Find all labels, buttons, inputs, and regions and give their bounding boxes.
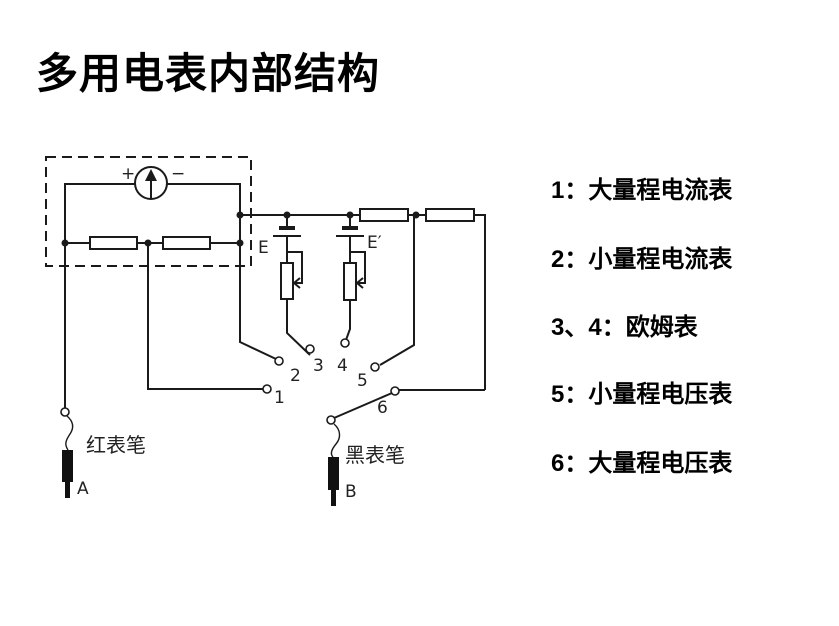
series-resistor-2 bbox=[425, 208, 475, 222]
terminal-4[interactable] bbox=[340, 338, 350, 348]
terminal-2-wire bbox=[239, 243, 277, 360]
terminal-6-label: 6 bbox=[377, 398, 388, 418]
terminal-5-wire bbox=[379, 215, 415, 366]
legend-item: 3、4：欧姆表 bbox=[551, 311, 698, 344]
battery-e-prime-label: E′ bbox=[367, 233, 382, 253]
legend-key: 6： bbox=[551, 450, 589, 477]
black-probe-label: 黑表笔 bbox=[345, 443, 405, 467]
black-probe-cable bbox=[330, 423, 341, 458]
series-resistor-1 bbox=[359, 208, 409, 222]
terminal-labels: 1 2 3 4 5 6 bbox=[274, 356, 388, 418]
legend-text: 小量程电流表 bbox=[588, 245, 733, 273]
terminal-5-label: 5 bbox=[357, 371, 368, 391]
terminal-1-label: 1 bbox=[274, 388, 285, 408]
shunt-resistor-1 bbox=[89, 236, 138, 250]
red-probe-handle-icon bbox=[62, 450, 73, 482]
black-probe-handle-icon bbox=[328, 457, 339, 490]
legend-item: 1：大量程电流表 bbox=[551, 174, 732, 207]
terminal-3[interactable] bbox=[305, 344, 315, 354]
selector-switch-blade[interactable] bbox=[333, 392, 393, 419]
battery-e-label: E bbox=[258, 238, 269, 258]
rheostat-2 bbox=[343, 262, 357, 301]
terminal-4-label: 4 bbox=[337, 356, 348, 376]
legend-text: 大量程电流表 bbox=[588, 176, 733, 204]
black-probe-tip-icon bbox=[331, 490, 336, 506]
battery-e-prime-wire bbox=[345, 215, 366, 341]
meter-plus-label: + bbox=[121, 164, 135, 184]
legend-item: 2：小量程电流表 bbox=[551, 243, 732, 276]
terminal-6[interactable] bbox=[390, 386, 400, 396]
terminal-1-wire bbox=[147, 243, 264, 390]
terminal-1[interactable] bbox=[262, 384, 272, 394]
page-title: 多用电表内部结构 bbox=[36, 49, 381, 98]
legend-key: 2： bbox=[551, 246, 589, 273]
legend-text: 欧姆表 bbox=[625, 313, 698, 341]
red-probe-cable bbox=[65, 415, 74, 451]
shunt-resistor-2 bbox=[162, 236, 211, 250]
rheostat-1-arrow bbox=[292, 277, 301, 289]
terminal-2-label: 2 bbox=[290, 366, 301, 386]
red-probe-jack bbox=[60, 407, 70, 417]
legend-key: 3、4： bbox=[551, 314, 626, 341]
rheostat-1 bbox=[280, 262, 294, 300]
terminal-2[interactable] bbox=[274, 356, 284, 366]
legend-item: 6：大量程电压表 bbox=[551, 447, 732, 480]
junction-dots bbox=[61, 211, 420, 247]
red-probe-tip-icon bbox=[65, 482, 70, 498]
legend-key: 1： bbox=[551, 177, 589, 204]
meter-minus-label: − bbox=[171, 164, 185, 184]
legend-text: 大量程电压表 bbox=[588, 449, 733, 477]
meter-loop-wire bbox=[64, 183, 241, 243]
switch-terminals bbox=[60, 338, 400, 425]
rheostat-2-arrow bbox=[355, 277, 364, 289]
battery-e-wire bbox=[286, 215, 311, 356]
galvanometer-icon bbox=[134, 166, 168, 200]
legend-item: 5：小量程电压表 bbox=[551, 378, 732, 411]
legend-key: 5： bbox=[551, 381, 589, 408]
terminal-5[interactable] bbox=[370, 362, 380, 372]
red-probe-label: 红表笔 bbox=[86, 433, 146, 457]
black-probe-letter: B bbox=[345, 482, 357, 502]
black-probe-jack bbox=[326, 415, 336, 425]
legend-text: 小量程电压表 bbox=[588, 380, 733, 408]
red-probe-letter: A bbox=[77, 479, 89, 499]
terminal-3-label: 3 bbox=[313, 356, 324, 376]
